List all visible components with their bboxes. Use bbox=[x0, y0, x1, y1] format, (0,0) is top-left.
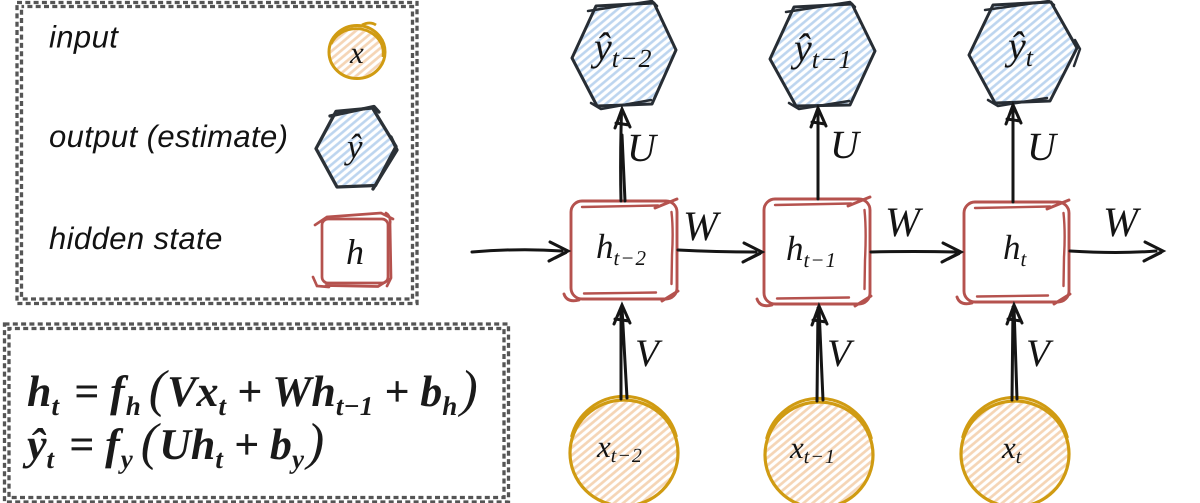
svg-text:W: W bbox=[683, 204, 722, 250]
svg-text:U: U bbox=[1027, 124, 1059, 169]
svg-text:V: V bbox=[827, 332, 855, 375]
svg-text:V: V bbox=[1026, 332, 1054, 375]
svg-text:ht = fh(Vxt + Wht−1 + bh): ht = fh(Vxt + Wht−1 + bh) bbox=[27, 361, 478, 421]
svg-text:ŷt = fy(Uht + by): ŷt = fy(Uht + by) bbox=[22, 414, 324, 474]
svg-text:output (estimate): output (estimate) bbox=[49, 119, 288, 154]
svg-text:U: U bbox=[627, 125, 659, 170]
svg-text:input: input bbox=[49, 20, 119, 55]
svg-text:ŷ: ŷ bbox=[344, 127, 363, 166]
svg-text:W: W bbox=[1103, 200, 1142, 246]
svg-text:x: x bbox=[349, 35, 364, 70]
svg-text:hidden state: hidden state bbox=[49, 221, 223, 256]
svg-text:W: W bbox=[885, 200, 924, 246]
svg-text:U: U bbox=[830, 122, 862, 167]
svg-text:V: V bbox=[635, 332, 663, 375]
svg-text:h: h bbox=[346, 232, 364, 272]
